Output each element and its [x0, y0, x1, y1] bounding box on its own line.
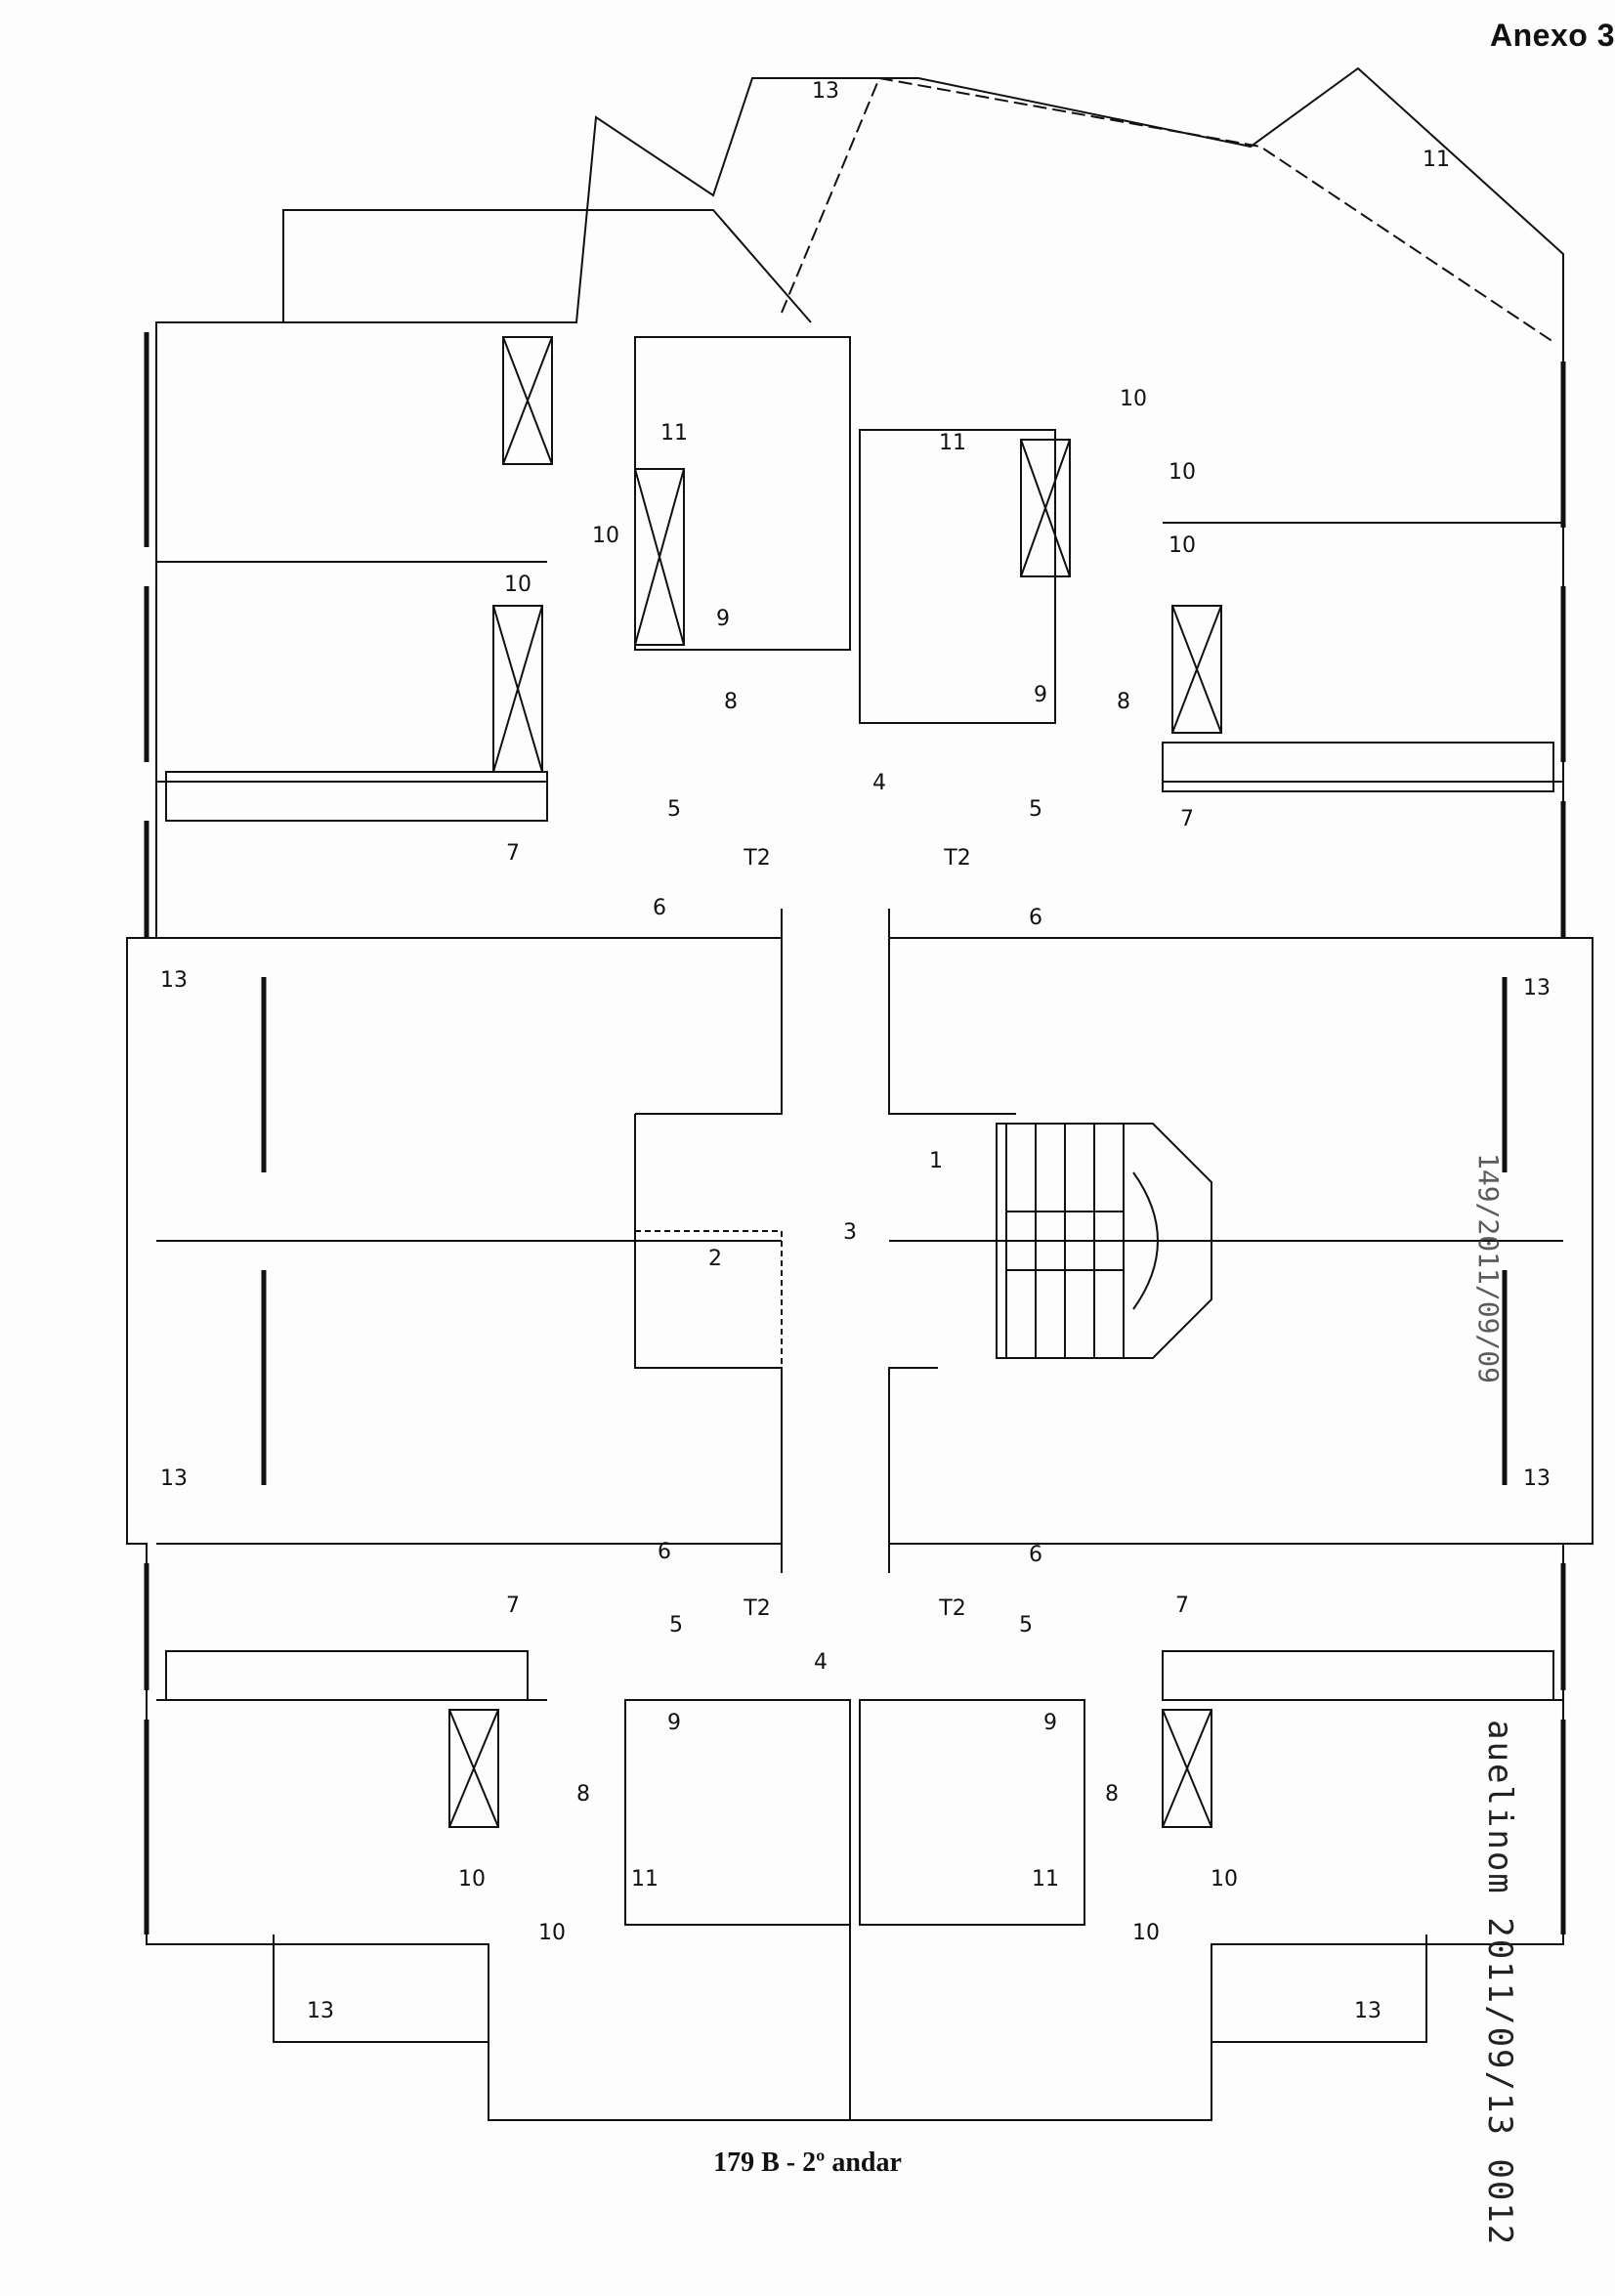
room-label-35: 5	[669, 1613, 683, 1637]
room-label-36: 4	[814, 1650, 828, 1675]
room-label-46: 10	[538, 1921, 566, 1945]
room-label-20: 6	[653, 896, 666, 920]
room-label-11: 8	[724, 690, 738, 714]
wall-line-a	[156, 522, 1563, 563]
room-label-39: 9	[1043, 1711, 1057, 1735]
staircase	[996, 1123, 1212, 1359]
room-label-3: 11	[939, 431, 966, 455]
room-label-34: T2	[938, 1596, 965, 1621]
room-label-19: T2	[943, 846, 970, 871]
room-label-38: 9	[667, 1711, 681, 1735]
room-label-47: 10	[1132, 1921, 1160, 1945]
annex-label: Anexo 3	[1490, 18, 1615, 53]
receipt-stamp: auelinom 2011/09/13 0012	[1480, 1720, 1519, 2247]
room-label-2: 11	[660, 421, 688, 446]
bath-ll	[624, 1699, 851, 1926]
room-label-43: 11	[631, 1867, 659, 1892]
room-label-23: 13	[1523, 976, 1551, 1000]
room-label-37: 5	[1019, 1613, 1033, 1637]
room-label-6: 10	[1169, 533, 1196, 558]
room-label-25: 3	[843, 1220, 857, 1245]
room-label-48: 13	[307, 1999, 334, 2023]
receipt-stamp-partial: 149/2011/09/09	[1472, 1153, 1505, 1384]
room-label-33: T2	[743, 1596, 770, 1621]
room-label-22: 13	[160, 968, 188, 993]
room-label-0: 13	[812, 79, 839, 104]
room-label-31: 7	[506, 1594, 520, 1618]
room-label-10: 9	[1034, 683, 1047, 707]
room-label-44: 11	[1032, 1867, 1059, 1892]
room-label-32: 7	[1175, 1594, 1189, 1618]
core-walls	[634, 909, 1016, 1573]
room-label-12: 8	[1117, 690, 1130, 714]
shafts	[448, 336, 1222, 1828]
room-label-29: 6	[658, 1540, 671, 1564]
room-label-26: 2	[708, 1247, 722, 1271]
shaft-2	[634, 1230, 783, 1369]
room-label-8: 10	[504, 573, 531, 597]
room-label-1: 11	[1423, 148, 1450, 172]
building-outline	[126, 66, 1594, 2121]
room-label-13: 5	[667, 797, 681, 822]
bath-lr	[859, 1699, 1085, 1926]
room-label-28: 13	[1523, 1467, 1551, 1491]
kitchen-counter-ul	[165, 771, 548, 822]
upper-right-wing	[781, 76, 1554, 343]
room-label-17: 7	[1180, 807, 1194, 831]
plan-caption: 179 B - 2º andar	[713, 2147, 902, 2178]
lower-terrace-left	[273, 1935, 489, 2043]
room-label-49: 13	[1354, 1999, 1381, 2023]
room-label-24: 1	[929, 1149, 943, 1173]
room-label-27: 13	[160, 1467, 188, 1491]
room-label-42: 10	[458, 1867, 486, 1892]
room-label-40: 8	[576, 1782, 590, 1807]
room-label-45: 10	[1211, 1867, 1238, 1892]
room-label-4: 10	[1120, 387, 1147, 411]
top-terrace	[282, 209, 812, 323]
room-label-21: 6	[1029, 906, 1042, 930]
kitchen-counter-lr	[1162, 1650, 1554, 1701]
room-label-7: 10	[592, 524, 619, 548]
kitchen-counter-ur	[1162, 742, 1554, 792]
bath-ul	[634, 336, 851, 651]
kitchen-counter-ll	[165, 1650, 529, 1701]
room-label-30: 6	[1029, 1543, 1042, 1567]
lower-terrace-right	[1211, 1935, 1427, 2043]
room-label-15: 5	[1029, 797, 1042, 822]
room-label-9: 9	[716, 607, 730, 631]
room-label-14: 4	[872, 771, 886, 795]
room-label-41: 8	[1105, 1782, 1119, 1807]
windows	[144, 332, 1566, 1935]
room-label-18: T2	[743, 846, 770, 871]
room-label-16: 7	[506, 841, 520, 866]
room-label-5: 10	[1169, 460, 1196, 485]
